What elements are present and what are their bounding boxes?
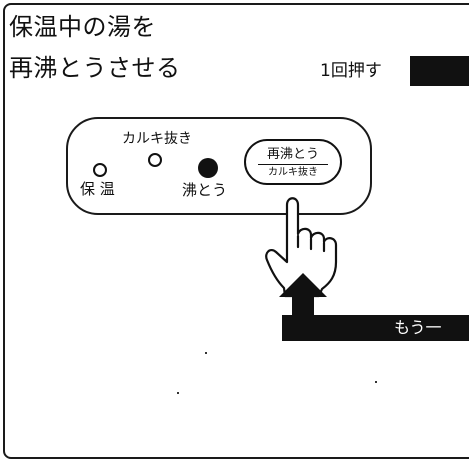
karuki-nuki-indicator-led bbox=[148, 153, 162, 167]
karuki-nuki-label: カルキ抜き bbox=[122, 131, 192, 147]
page-frame bbox=[3, 3, 469, 459]
title-line-1: 保温中の湯を bbox=[9, 13, 156, 41]
hoon-label: 保 温 bbox=[80, 180, 115, 198]
reboil-dechlorinate-button[interactable]: 再沸とう カルキ抜き bbox=[244, 139, 342, 185]
banner-text: もう一 bbox=[394, 318, 442, 337]
control-panel bbox=[66, 117, 372, 215]
futtou-label: 沸とう bbox=[182, 181, 228, 199]
hoon-indicator-led bbox=[93, 163, 107, 177]
dechlorinate-button-label: カルキ抜き bbox=[268, 167, 318, 178]
title-line-2: 再沸とうさせる bbox=[9, 54, 181, 82]
speck bbox=[375, 381, 377, 383]
speck bbox=[205, 352, 207, 354]
next-step-banner: もう一 bbox=[282, 315, 469, 341]
pointing-hand-icon bbox=[265, 197, 338, 298]
reboil-button-label: 再沸とう bbox=[266, 147, 319, 162]
futtou-indicator-led bbox=[198, 158, 218, 178]
instruction-black-box bbox=[410, 56, 469, 86]
press-once-label: 1回押す bbox=[320, 61, 382, 81]
button-divider bbox=[258, 164, 328, 165]
speck bbox=[177, 392, 179, 394]
